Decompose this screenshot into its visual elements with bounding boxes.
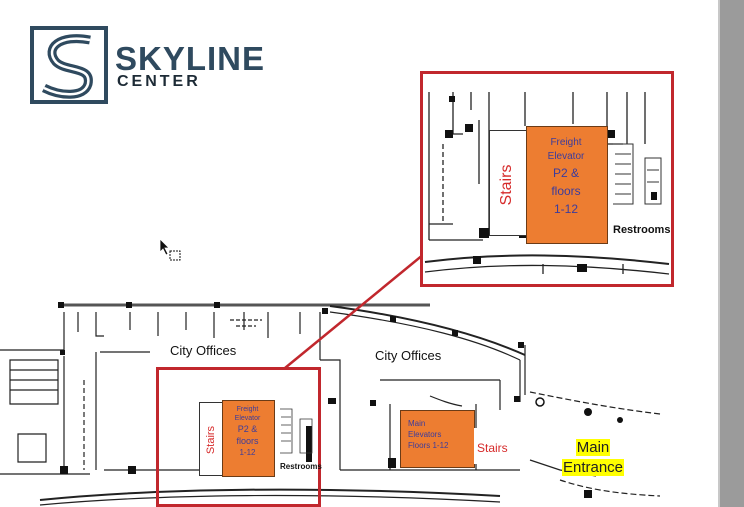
- scrollbar-edge: [718, 0, 720, 507]
- city-offices-left-label: City Offices: [170, 343, 237, 358]
- freight-line4: floors: [236, 436, 259, 446]
- logo-wordmark-secondary: CENTER: [117, 73, 201, 90]
- main-elevators-line1: Main: [408, 419, 426, 428]
- restrooms-label: Restrooms: [280, 462, 322, 471]
- inset-stairs-area: [489, 130, 527, 236]
- inset-freight-text: Freight Elevator P2 & floors 1-12: [526, 136, 606, 218]
- main-stairs-label: Stairs: [477, 441, 508, 455]
- floor-plan-drawing: [0, 302, 661, 506]
- logo-wordmark-primary: SKYLINE: [115, 40, 266, 77]
- floor-map-page: SKYLINE CENTER: [0, 26, 674, 507]
- freight-line5: 1-12: [239, 448, 256, 457]
- inset-freight-line4: floors: [551, 184, 581, 198]
- inset-freight-line5: 1-12: [553, 202, 579, 216]
- restroom-fixtures-drawing: [280, 408, 313, 454]
- main-elevators-text: Main Elevators Floors 1-12: [408, 418, 448, 451]
- main-elevators: [400, 410, 475, 468]
- skyline-logo-icon: [30, 26, 108, 104]
- inset-stairs-label: Stairs: [498, 164, 515, 206]
- main-entrance-line2: Entrance: [561, 459, 625, 476]
- main-stairs-area: [474, 428, 518, 464]
- freight-elevator: [222, 400, 275, 477]
- inset-freight-line3: P2 &: [552, 166, 579, 180]
- inset-freight-line1: Freight: [550, 137, 582, 148]
- main-entrance-line1: Main: [575, 439, 611, 456]
- main-elevators-line3: Floors 1-12: [408, 441, 449, 450]
- city-offices-right-label: City Offices: [375, 348, 442, 363]
- inset-freight-elevator: [526, 126, 608, 244]
- freight-line1: Freight: [236, 406, 259, 413]
- mouse-cursor-icon: [159, 238, 181, 261]
- vertical-scrollbar[interactable]: [718, 0, 744, 507]
- freight-line2: Elevator: [234, 415, 261, 422]
- callout-connector: [284, 253, 425, 369]
- freight-elevator-text: Freight Elevator P2 & floors 1-12: [222, 405, 273, 459]
- main-elevators-line2: Elevators: [408, 430, 442, 439]
- inset-freight-line2: Elevator: [547, 151, 585, 162]
- stairs-area: [199, 402, 223, 476]
- inset-zoom-frame: Stairs Freight Elevator P2 & floors 1-12…: [420, 71, 674, 287]
- freight-area-highlight: [156, 367, 321, 507]
- stairs-label-vertical: Stairs: [205, 425, 217, 455]
- freight-line3: P2 &: [237, 424, 258, 434]
- inset-restrooms-label: Restrooms: [613, 224, 671, 236]
- main-entrance-label: Main Entrance: [560, 438, 626, 478]
